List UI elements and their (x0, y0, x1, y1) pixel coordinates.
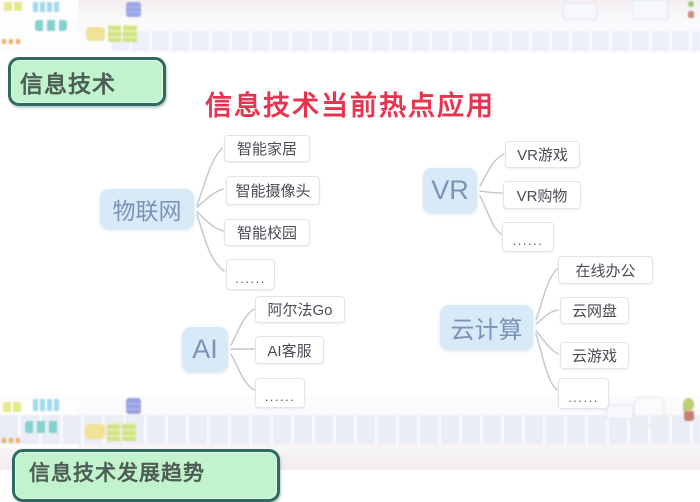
topic-badge: 信息技术 (8, 57, 166, 106)
orange-dots-icon (2, 438, 20, 443)
plant-pot-icon (684, 411, 694, 421)
green-grid-icon (108, 25, 121, 42)
mindmap-node-cloud: 云计算 (440, 305, 533, 350)
mindmap-node-vr: VR (423, 168, 477, 213)
teal-shapes-icon (35, 20, 67, 31)
mindmap-child-ellipsis: ...... (255, 378, 305, 408)
mindmap-child-ellipsis: ...... (558, 378, 609, 409)
mindmap-child-ellipsis: ...... (226, 259, 275, 290)
green-grid-icon (123, 25, 137, 42)
next-topic-badge: 信息技术发展趋势 (12, 449, 280, 502)
basket-icon (633, 396, 665, 426)
yellow-square-icon (3, 402, 11, 412)
mindmap-child-alphago: 阿尔法Go (255, 296, 345, 323)
film-strip-top (112, 31, 700, 51)
mindmap-child-vr-game: VR游戏 (505, 141, 580, 168)
yellow-blob-icon (85, 424, 105, 439)
yellow-square-icon (14, 2, 22, 11)
green-dot-icon (688, 1, 694, 7)
mindmap-node-ai: AI (182, 327, 228, 372)
mindmap-child-cloud-game: 云游戏 (560, 342, 629, 369)
mindmap-child-ai-service: AI客服 (255, 336, 324, 364)
mindmap-child-smart-camera: 智能摄像头 (226, 176, 320, 205)
slide-title: 信息技术当前热点应用 (205, 91, 495, 121)
mindmap-child-smart-campus: 智能校园 (224, 219, 310, 246)
yellow-square-icon (4, 2, 12, 11)
faint-grid-icon (632, 0, 668, 20)
next-topic-badge-label: 信息技术发展趋势 (29, 462, 205, 485)
mindmap-child-ellipsis: ...... (502, 222, 554, 252)
green-grid-icon (122, 423, 136, 441)
layers-stack-icon (126, 2, 141, 17)
mindmap-child-online-office: 在线办公 (558, 256, 653, 284)
teal-shapes-icon (25, 421, 61, 433)
yellow-square-icon (13, 402, 21, 412)
mindmap-node-iot: 物联网 (100, 189, 194, 229)
topic-badge-label: 信息技术 (20, 70, 116, 97)
orange-dots-icon (2, 39, 20, 44)
yellow-blob-icon (86, 27, 105, 41)
cyan-bars-icon (33, 2, 59, 12)
mindmap-child-smart-home: 智能家居 (224, 135, 310, 162)
green-grid-icon (107, 423, 120, 441)
mindmap-child-cloud-drive: 云网盘 (560, 297, 629, 324)
red-dot-icon (688, 11, 694, 18)
plant-leaf-icon (683, 398, 694, 411)
mindmap-child-vr-shopping: VR购物 (503, 181, 581, 209)
layers-stack-icon (126, 398, 141, 414)
faint-grid-icon (563, 3, 597, 20)
cyan-bars-icon (33, 399, 61, 411)
mindmap-connectors (196, 147, 559, 391)
